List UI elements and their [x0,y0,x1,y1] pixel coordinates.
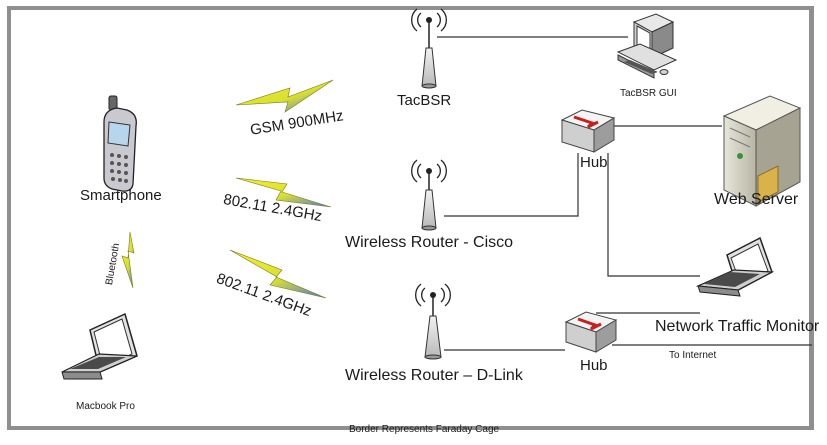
faraday-cage-border [7,6,814,430]
dlink-router-label: Wireless Router – D-Link [345,367,523,384]
hub-top-label: Hub [580,154,608,171]
hub-bottom-label: Hub [580,357,608,374]
wired-links [437,36,812,351]
smartphone-label: Smartphone [80,187,162,204]
tacbsr-antenna-icon [411,8,447,89]
macbook-laptop-icon [61,312,138,380]
hub-bottom-icon [564,311,618,353]
web-server-label: Web Server [714,191,799,208]
web-server-icon [722,95,802,207]
smartphone-icon [103,95,137,192]
link-hub-monitor [607,153,700,277]
wireless-link-gsm [235,79,334,113]
cisco-router-label: Wireless Router - Cisco [345,234,514,251]
faraday-cage-caption: Border Represents Faraday Cage [349,424,500,435]
cisco-router-antenna-icon [411,159,447,231]
tacbsr-gui-label: TacBSR GUI [620,88,677,99]
macbook-label: Macbook Pro [76,401,135,412]
hub-top-icon [560,109,616,153]
tacbsr-label: TacBSR [397,92,452,109]
internet-link-label: To Internet [669,350,717,361]
wireless-link-wifi-cisco [235,177,332,208]
wireless-link-wifi-dlink [229,249,327,299]
traffic-monitor-label: Network Traffic Monitor [655,318,820,335]
wireless-link-bluetooth [121,231,135,289]
dlink-router-antenna-icon [415,283,451,360]
traffic-monitor-laptop-icon [695,236,775,297]
desktop-computer-icon [616,13,678,79]
link-cisco-hub [444,153,579,217]
